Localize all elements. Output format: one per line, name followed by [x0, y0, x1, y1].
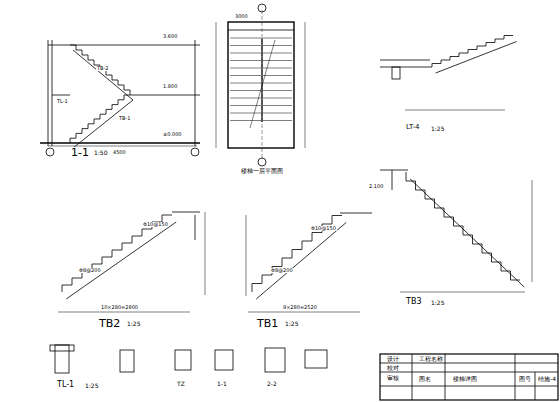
drawing-label: TB1 — [256, 318, 279, 329]
stair-tread — [230, 60, 261, 61]
stair-tread — [263, 38, 292, 39]
stair-tread — [230, 83, 261, 84]
stair-tread — [263, 60, 292, 61]
drawing-label: TL-1 — [56, 99, 69, 104]
drawing-label: Φ8@200 — [270, 268, 294, 273]
drawing-label: 3.600 — [162, 34, 178, 39]
stair-tread — [263, 75, 292, 76]
stair-tread — [230, 98, 261, 99]
drawing-label: 1:25 — [284, 321, 299, 327]
drawing-label: 1-1 — [216, 381, 228, 387]
stair-tread — [230, 45, 261, 46]
drawing-label: 1-1 — [70, 147, 90, 158]
stair-tread — [263, 90, 292, 91]
drawing-label: TB3 — [405, 298, 422, 306]
drawing-label: TB2 — [98, 318, 121, 329]
drawing-label: 设计 — [386, 356, 400, 362]
stair-tread — [263, 113, 292, 114]
stair-slab — [436, 42, 517, 74]
stair-tread — [263, 105, 292, 106]
stair-tread — [230, 120, 261, 121]
stair-tread — [230, 68, 261, 69]
stair-slab — [73, 100, 133, 148]
drawing-label: TB-1 — [118, 116, 131, 121]
stair-flight — [252, 216, 342, 293]
drawing-label: TB-2 — [96, 66, 109, 71]
drawing-label: Φ10@150 — [142, 222, 169, 227]
stair-flight — [406, 172, 520, 280]
drawing-label: 结施-4 — [537, 376, 557, 382]
drawing-label: 4500 — [112, 150, 127, 155]
drawing-label: TZ — [176, 381, 186, 387]
drawing-label: 2.100 — [368, 184, 384, 189]
stair-tread — [263, 53, 292, 54]
stair-tread — [230, 53, 261, 54]
drawing-label: 审核 — [386, 375, 400, 381]
drawing-label: 2-2 — [266, 381, 278, 387]
drawing-label: ±0.000 — [162, 132, 183, 137]
stair-slab — [66, 222, 176, 299]
stair-tread — [230, 90, 261, 91]
drawing-label: 10×280=2800 — [100, 305, 139, 310]
drawing-label: TL-1 — [56, 381, 75, 389]
stair-flight — [70, 45, 130, 95]
stair-tread — [230, 113, 261, 114]
stair-tread — [263, 120, 292, 121]
drawing-label: 1:25 — [84, 383, 99, 389]
stair-slab — [73, 50, 133, 100]
stair-tread — [263, 83, 292, 84]
drawing-label: 校对 — [386, 365, 400, 371]
drawing-label: 楼梯一层平面图 — [240, 168, 284, 174]
drawing-label: 1:25 — [430, 126, 445, 132]
stair-tread — [230, 38, 261, 39]
stair-tread — [230, 105, 261, 106]
drawing-label: Φ10@150 — [310, 226, 337, 231]
stair-tread — [263, 45, 292, 46]
drawing-label: LT-4 — [405, 124, 421, 131]
stair-tread — [263, 98, 292, 99]
drawing-label: 图名 — [418, 376, 432, 382]
drawing-label: 1.800 — [162, 84, 178, 89]
stair-slab — [410, 179, 524, 287]
stair-flight — [432, 36, 513, 68]
drawing-label: Φ8@200 — [78, 268, 102, 273]
drawing-label: 3000 — [234, 14, 249, 19]
drawing-label: 工程名称 — [418, 356, 444, 362]
stair-slab — [256, 223, 346, 300]
drawing-label: 楼梯详图 — [452, 376, 478, 382]
drawing-label: 图号 — [518, 376, 532, 382]
stair-tread — [230, 75, 261, 76]
drawing-label: 1:25 — [126, 321, 141, 327]
drawing-label: 1:50 — [93, 150, 108, 156]
stair-flight — [62, 215, 172, 292]
drawing-label: 9×280=2520 — [282, 305, 318, 310]
drawing-label: 1:25 — [430, 300, 445, 306]
stair-tread — [263, 68, 292, 69]
